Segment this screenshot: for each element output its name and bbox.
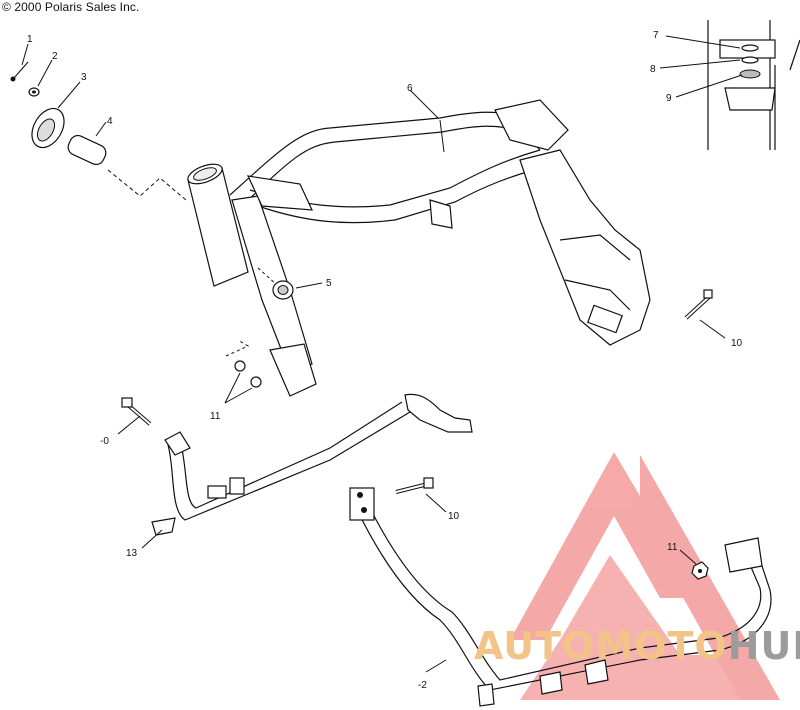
watermark-moto: MOTO [595, 624, 728, 668]
callout-12: -2 [418, 680, 427, 691]
part-12-lower-subframe [349, 487, 772, 707]
watermark-hub: HUB [727, 624, 800, 668]
callout-11-lower: 11 [667, 542, 678, 553]
callout-4: 4 [107, 116, 113, 127]
callout-13: 13 [126, 548, 138, 559]
part-11-nut-lower [679, 549, 709, 580]
watermark-auto: AUTO [474, 624, 596, 668]
inset-detail [659, 18, 800, 150]
callout-1: 1 [27, 34, 33, 45]
callout-8: 8 [650, 64, 656, 75]
watermark-logo [510, 452, 780, 700]
callout-10-left: -0 [100, 436, 109, 447]
callout-2: 2 [52, 51, 58, 62]
callout-9: 9 [666, 93, 672, 104]
part-10-bolt-left [117, 397, 152, 435]
part-5-grommet [257, 267, 323, 300]
part-10-bolt-center [395, 477, 447, 513]
copyright-notice: © 2000 Polaris Sales Inc. [2, 0, 140, 14]
watermark-text: AUTOMOTOHUB [474, 624, 800, 668]
callout-3: 3 [81, 72, 87, 83]
callout-6: 6 [407, 83, 413, 94]
part-11-nuts-upper [224, 339, 262, 404]
callout-11-upper: 11 [210, 411, 221, 422]
callout-5: 5 [326, 278, 332, 289]
part-13-left-subframe [141, 393, 473, 549]
callout-10-center: 10 [448, 511, 460, 522]
part-3-cap [31, 81, 81, 149]
callout-7: 7 [653, 30, 659, 41]
part-10-bolt-right [684, 289, 726, 339]
callout-10-right: 10 [731, 338, 743, 349]
part-2-washer [28, 59, 53, 97]
part-4-bushing [67, 121, 187, 201]
part-6-main-frame [187, 89, 651, 397]
part-1-screw [10, 43, 29, 82]
